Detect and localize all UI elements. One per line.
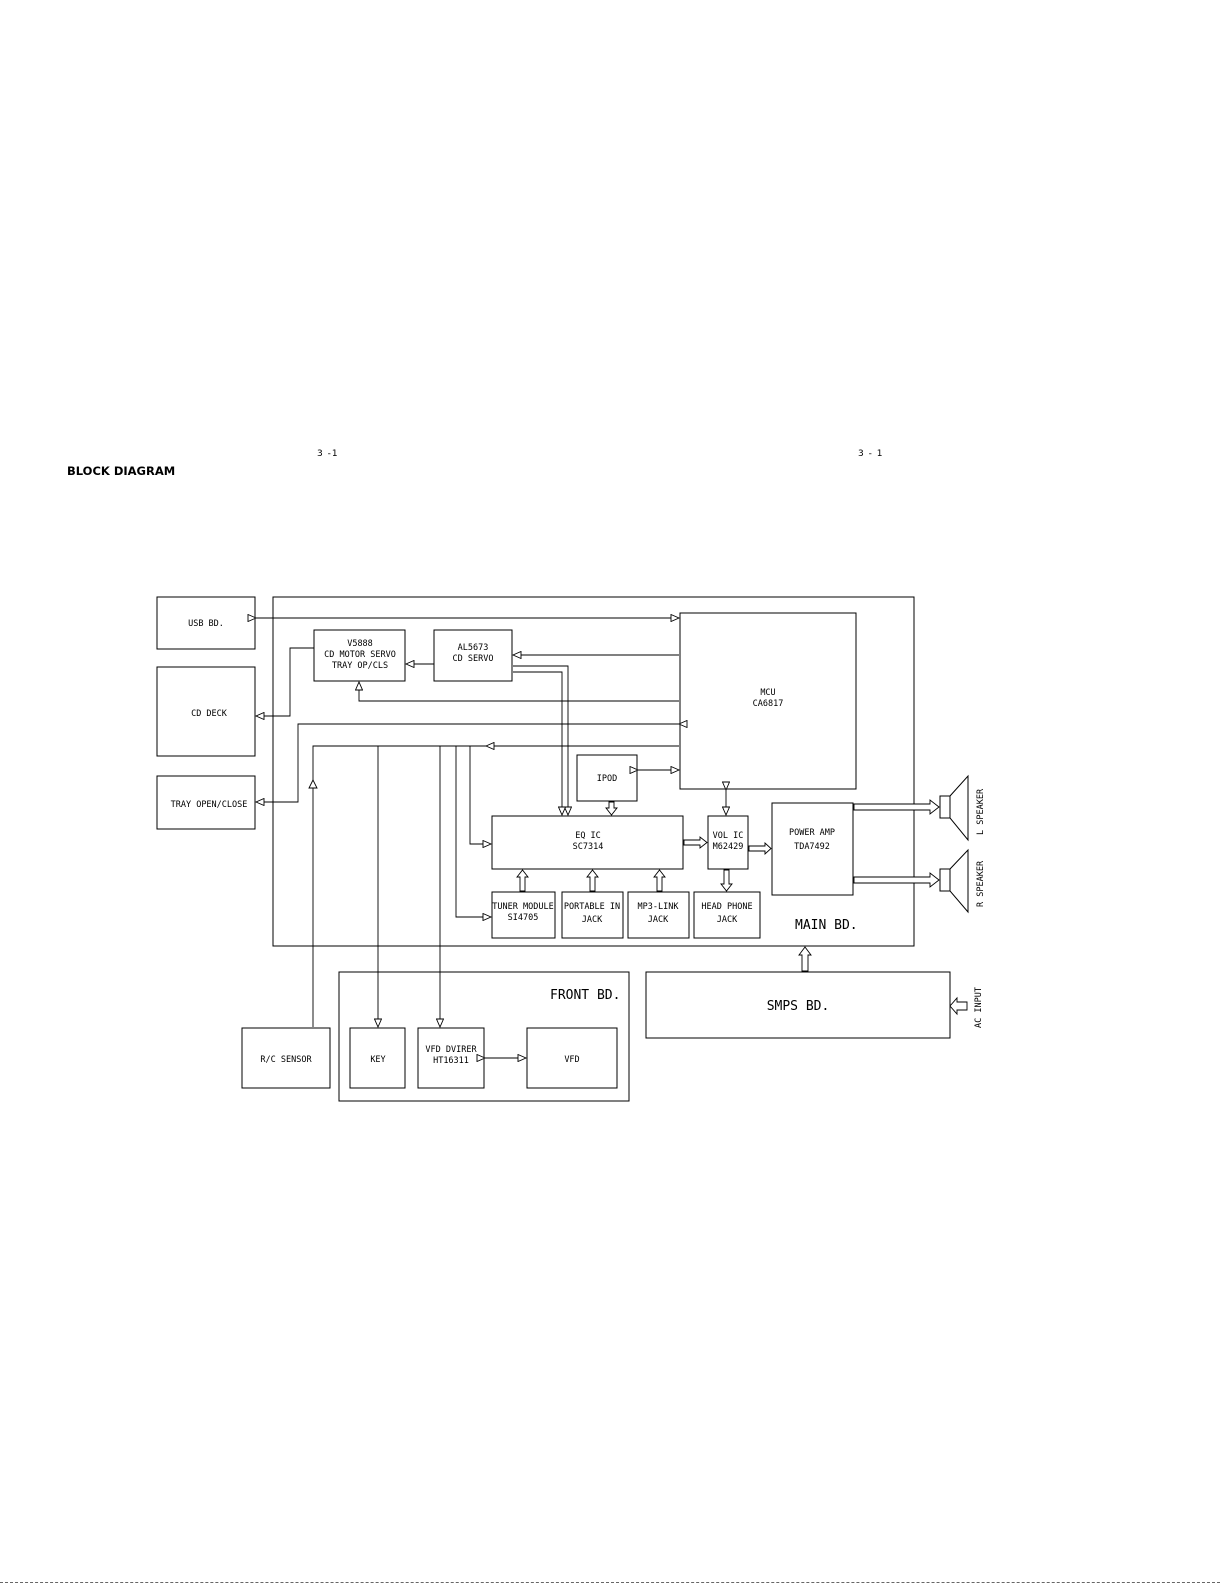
v5888-label-3: TRAY OP/CLS (332, 661, 388, 671)
v5888-label-2: CD MOTOR SERVO (324, 650, 396, 660)
tray-open-close-block (156, 775, 256, 830)
vol-ic-label-2: M62429 (713, 842, 744, 852)
eq-ic-label-2: SC7314 (573, 842, 604, 852)
vfd-driver-label-2: HT16311 (433, 1056, 469, 1066)
head-phone-label-2: JACK (717, 915, 738, 925)
portable-in-block (561, 891, 624, 939)
cd-deck-label: CD DECK (191, 709, 228, 719)
portable-in-label-2: JACK (582, 915, 603, 925)
connection-lines (256, 618, 726, 1058)
cd-deck-block (156, 666, 256, 757)
head-phone-block (693, 891, 761, 939)
main-bd-label: MAIN BD. (795, 918, 858, 933)
page-title: BLOCK DIAGRAM (67, 464, 176, 478)
ipod-label: IPOD (597, 774, 617, 784)
l-speaker-label: L SPEAKER (976, 788, 986, 835)
signal-arrows (516, 799, 940, 972)
mcu-label-1: MCU (760, 688, 775, 698)
tuner-module-label-1: TUNER MODULE (492, 902, 553, 912)
vfd-label: VFD (564, 1055, 579, 1065)
eq-ic-label-1: EQ IC (575, 831, 601, 841)
power-amp-label-1: POWER AMP (789, 828, 835, 838)
page-number-right: 3 - 1 (858, 449, 884, 459)
vol-ic-block (707, 815, 749, 870)
front-bd-label: FRONT BD. (550, 988, 620, 1003)
usb-bd-block (156, 596, 256, 650)
eq-ic-block (491, 815, 684, 870)
rc-sensor-block (241, 1027, 331, 1089)
al5673-block (433, 629, 513, 682)
vfd-driver-label-1: VFD DVIRER (425, 1045, 477, 1055)
l-speaker-icon (939, 774, 969, 842)
v5888-label-1: V5888 (347, 639, 373, 649)
ac-input-label: AC INPUT (974, 987, 984, 1028)
power-amp-block (771, 802, 854, 896)
key-label: KEY (370, 1055, 385, 1065)
vol-ic-label-1: VOL IC (713, 831, 744, 841)
v5888-block (313, 629, 406, 682)
vfd-block (526, 1027, 618, 1089)
power-amp-label-2: TDA7492 (794, 842, 830, 852)
smps-bd-label: SMPS BD. (767, 999, 830, 1014)
r-speaker-icon (939, 848, 969, 914)
portable-in-label-1: PORTABLE IN (564, 902, 620, 912)
mp3-link-label-1: MP3-LINK (638, 902, 680, 912)
rc-sensor-label: R/C SENSOR (260, 1055, 312, 1065)
r-speaker-label: R SPEAKER (976, 860, 986, 907)
tuner-module-label-2: SI4705 (508, 913, 539, 923)
al5673-label-1: AL5673 (458, 643, 489, 653)
tuner-module-block (491, 891, 556, 939)
mcu-label-2: CA6817 (753, 699, 784, 709)
tray-open-close-label: TRAY OPEN/CLOSE (171, 800, 248, 810)
al5673-label-2: CD SERVO (453, 654, 494, 664)
mp3-link-block (627, 891, 690, 939)
head-phone-label-1: HEAD PHONE (701, 902, 752, 912)
mp3-link-label-2: JACK (648, 915, 669, 925)
ac-input-arrow-icon (949, 996, 968, 1016)
vfd-driver-block (417, 1027, 485, 1089)
usb-bd-label: USB BD. (188, 619, 224, 629)
page-number-left: 3 -1 (317, 449, 339, 459)
smps-bd-block (645, 971, 951, 1039)
mcu-block (679, 612, 857, 790)
key-block (349, 1027, 406, 1089)
